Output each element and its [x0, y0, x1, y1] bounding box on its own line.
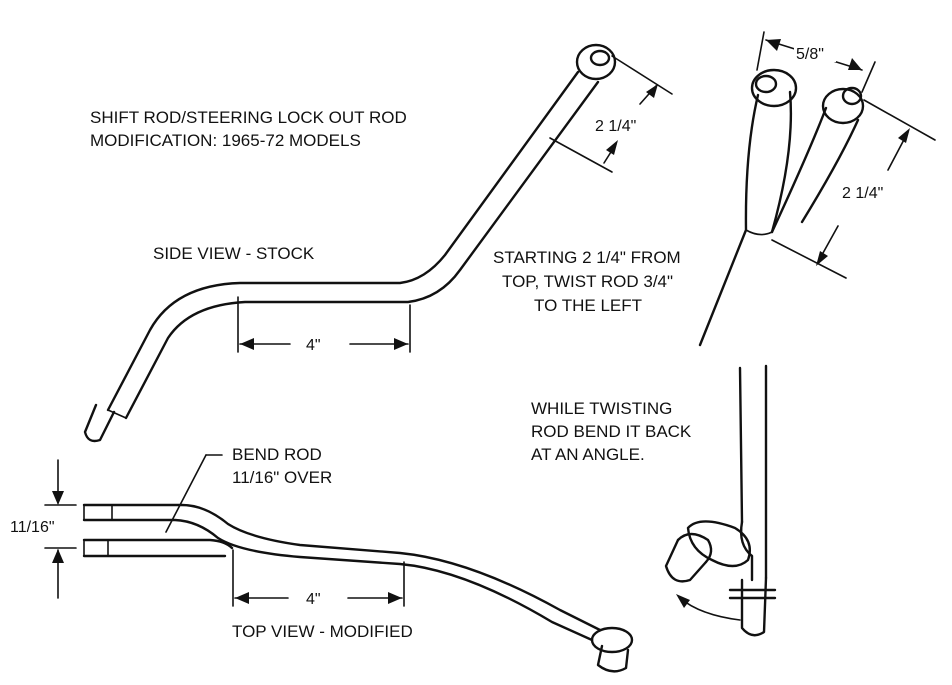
side-rod-pin-collar — [575, 43, 617, 81]
top-view-offset-text: 11/16" — [10, 519, 55, 536]
bend-pin-collar — [686, 520, 752, 568]
spacing-text-bg — [794, 40, 836, 62]
top-view-length-text: 4" — [306, 591, 321, 608]
top-view-rods — [82, 503, 634, 673]
top-rod-modified-lower — [82, 518, 594, 642]
twist-length-dimension — [771, 99, 936, 279]
twist-view-rods — [698, 68, 865, 347]
twist-note-line-3: TO THE LEFT — [534, 296, 642, 315]
offset-arrow-top — [52, 491, 64, 505]
side-rod-lower-edge — [124, 80, 600, 420]
side-top-arrow-lower — [606, 140, 618, 155]
side-top-arrow-upper — [646, 84, 658, 98]
side-view-rod — [83, 43, 617, 443]
twist-rod-right-collar — [821, 87, 865, 125]
bend-pin-body — [664, 538, 708, 583]
twist-rod-right-pin — [841, 86, 863, 106]
bend-rotation-arrow — [676, 594, 690, 608]
side-top-ext-upper — [611, 55, 673, 95]
title-line-1: SHIFT ROD/STEERING LOCK OUT ROD — [90, 108, 407, 127]
spacing-arrow-right — [848, 58, 862, 70]
top-rod-pin — [596, 644, 630, 673]
spacing-ext-left — [756, 31, 765, 71]
side-rod-tip-joint — [107, 409, 127, 419]
top-view-length-dimension — [232, 549, 405, 607]
twist-len-ext-bottom — [771, 239, 847, 279]
twist-rod-right-inner — [800, 118, 860, 224]
twist-length-text: 2 1/4" — [842, 185, 883, 202]
twist-rod-left-outer — [698, 93, 760, 347]
bend-back-view-rod — [664, 364, 777, 637]
bend-note-leader — [165, 454, 207, 533]
offset-arrow-bottom — [52, 549, 64, 563]
bend-back-note-line-2: ROD BEND IT BACK — [531, 422, 692, 441]
bend-rod-stub — [740, 576, 768, 637]
bend-back-note-line-1: WHILE TWISTING — [531, 399, 672, 418]
twist-spacing-text: 5/8" — [796, 46, 824, 63]
side-view-top-dimension — [549, 55, 673, 173]
title-line-2: MODIFICATION: 1965-72 MODELS — [90, 131, 361, 150]
twist-rod-left-collar — [750, 68, 798, 108]
top-rod-modified-upper — [82, 503, 602, 632]
twist-len-arrow-top — [898, 128, 910, 143]
bend-note-line-2: 11/16" OVER — [232, 468, 332, 487]
side-rod-pin — [589, 49, 611, 67]
top-view-label: TOP VIEW - MODIFIED — [232, 622, 413, 641]
side-top-ext-lower — [549, 137, 613, 173]
top-dim-arrow-right — [388, 592, 402, 604]
twist-rod-left-break — [745, 229, 773, 236]
side-rod-upper-edge — [106, 70, 580, 412]
side-rod-tip — [83, 403, 116, 443]
bend-rod-shaft-left — [738, 366, 744, 524]
twist-rod-left-pin — [754, 74, 778, 94]
twist-len-arrow-bottom — [816, 251, 828, 266]
twist-note-line-2: TOP, TWIST ROD 3/4" — [502, 272, 673, 291]
side-view-length-text: 4" — [306, 337, 321, 354]
twist-rod-left-inner — [770, 90, 793, 234]
side-dim-arrow-right — [394, 338, 408, 350]
bend-note-line-1: BEND ROD — [232, 445, 322, 464]
spacing-ext-right — [861, 61, 876, 93]
side-view-length-dimension — [237, 296, 411, 353]
twist-len-ext-top — [863, 99, 936, 141]
bend-rod-lower-left — [739, 520, 754, 582]
bend-pin-face — [676, 532, 713, 564]
side-view-top-text: 2 1/4" — [595, 118, 636, 135]
side-view-label: SIDE VIEW - STOCK — [153, 244, 315, 263]
twist-note-line-1: STARTING 2 1/4" FROM — [493, 248, 681, 267]
top-rod-stock-upper — [82, 538, 234, 550]
side-dim-arrow-left — [240, 338, 254, 350]
top-rod-pin-collar — [590, 626, 634, 654]
bend-rod-collar-ring — [728, 588, 777, 600]
spacing-arrow-left — [766, 39, 781, 51]
top-view-offset-dimension — [44, 459, 77, 599]
bend-back-note-line-3: AT AN ANGLE. — [531, 445, 645, 464]
top-dim-arrow-left — [235, 592, 249, 604]
twist-rod-right-outer — [770, 106, 828, 234]
